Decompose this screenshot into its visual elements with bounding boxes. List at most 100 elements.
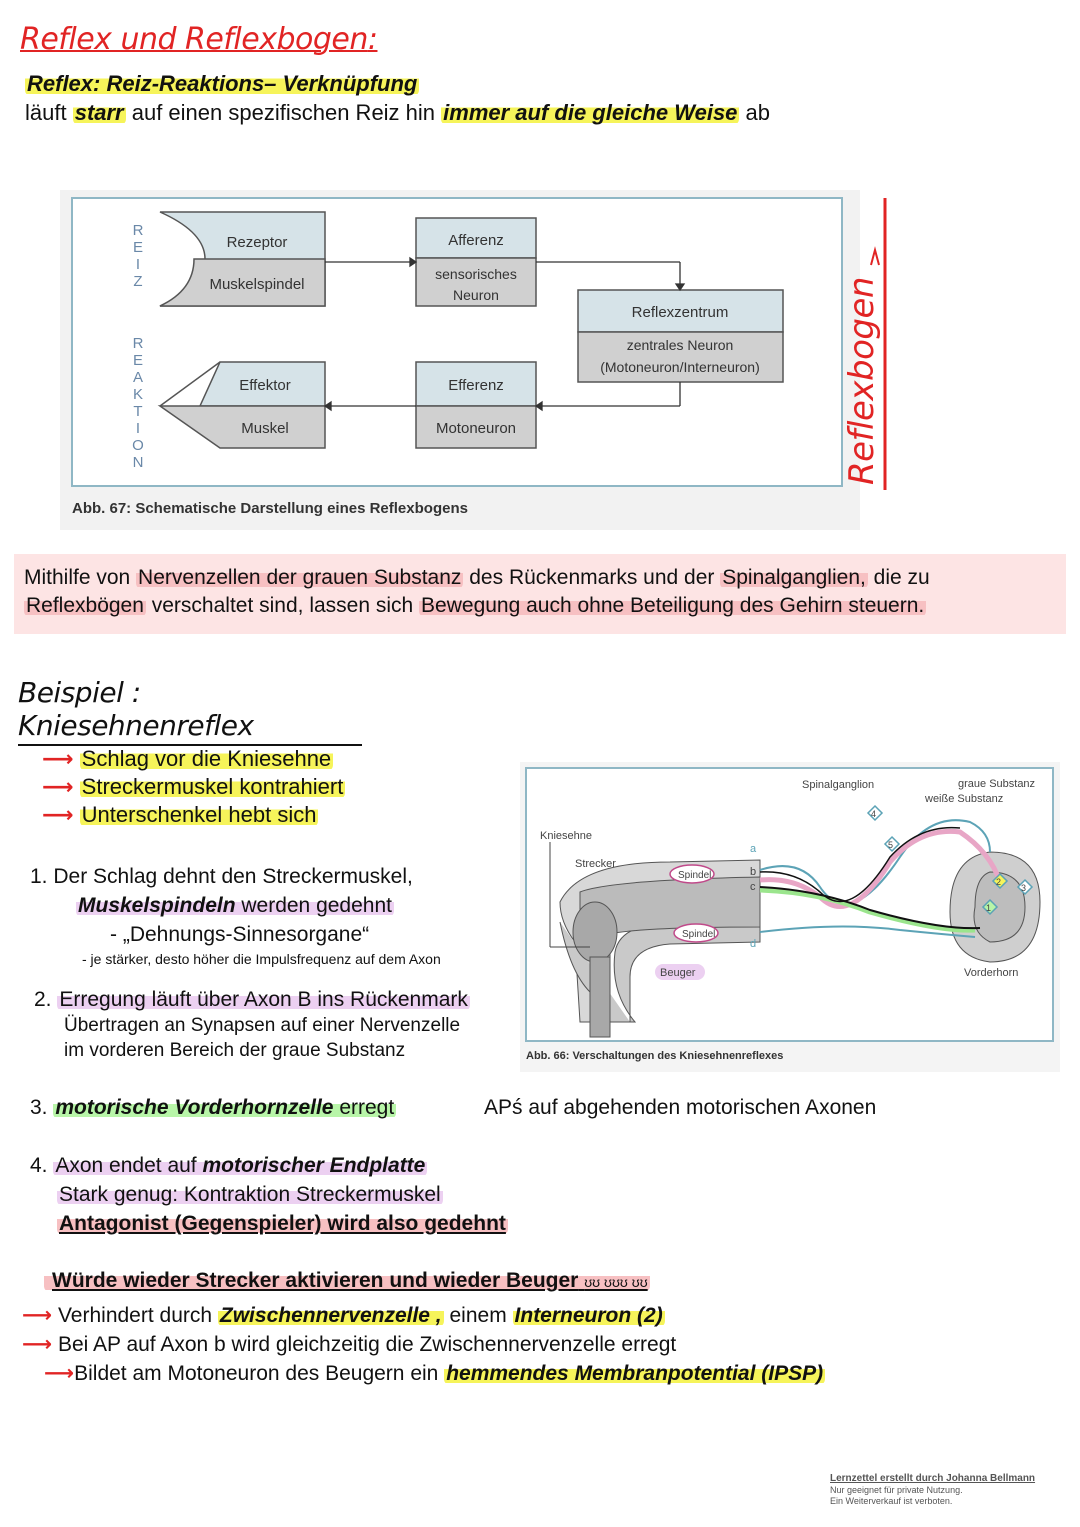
page-title-colon: : [367,22,378,57]
spinalganglion-label: Spinalganglion [802,779,874,791]
label-d: d [750,938,756,950]
svg-text:O: O [132,437,144,454]
num-1: 1 [986,903,991,913]
step-4-line: Antagonist (Gegenspieler) wird also gede… [30,1209,508,1238]
note-part-spinalganglien: Spinalganglien, [720,566,868,589]
def-part-weise: immer auf die gleiche Weise [441,100,740,125]
muskel-label: Muskel [241,420,289,437]
kniesehnenreflex-diagram: Spinalganglion graue Substanz weiße Subs… [525,767,1054,1062]
reiz-letters: R [133,222,144,239]
definition-label-text: Reflex: Reiz-Reaktions– Verknüpfung [25,71,420,96]
footer-author: Lernzettel erstellt durch Johanna Bellma… [830,1473,1036,1484]
note-part-bewegung: Bewegung auch ohne Beteiligung des Gehir… [419,594,927,617]
strecker-label: Strecker [575,858,616,870]
step-2-line: Übertragen an Synapsen auf einer Nervenz… [64,1015,461,1036]
afferenz-label: Afferenz [448,232,504,249]
step-1-line: 1. Der Schlag dehnt den Streckermuskel, [30,865,413,888]
weisse-substanz-label: weiße Substanz [924,793,1003,805]
note-part: Mithilfe von [24,566,137,589]
interneuron-bold: Interneuron (2) [512,1304,665,1327]
svg-text:K: K [133,386,143,403]
arrow-item: ⟶ Streckermuskel kontrahiert [42,773,346,801]
arrow-list: ⟶ Schlag vor die Kniesehne ⟶ Streckermus… [42,745,346,829]
num-5: 5 [888,840,893,850]
reflexbogen-side-note: Reflexbogen [845,198,887,490]
answer-item: ⟶Bildet am Motoneuron des Beugern ein he… [22,1359,826,1388]
step-1-line: - „Dehnungs-Sinnesorgane“ [110,923,370,946]
step-4-line: Stark genug: Kontraktion Streckermuskel [30,1180,508,1209]
figure-66-caption: Abb. 66: Verschaltungen des Kniesehnenre… [526,1050,783,1062]
sensorisches-label: sensorisches [435,266,517,282]
svg-text:E: E [133,239,143,256]
effektor-label: Effektor [239,377,290,394]
step-4-line: 4. Axon endet auf motorischer Endplatte [30,1151,508,1180]
zentrales-neuron-label: zentrales Neuron [627,337,734,353]
step-1-rest: werden gedehnt [235,894,392,917]
svg-text:A: A [133,369,143,386]
num-2: 2 [996,877,1001,887]
def-part: ab [739,100,771,125]
step-1: 1. Der Schlag dehnt den Streckermuskel, … [30,862,441,969]
answer-text: Bei AP auf Axon b wird gleichzeitig die … [57,1333,677,1356]
step-2-number: 2. [34,988,58,1011]
footer-note: Nur geeignet für private Nutzung. [830,1485,963,1495]
label-c: c [750,881,756,893]
ipsp-bold: hemmendes Membranpotential (IPSP) [444,1362,826,1385]
label-b: b [750,866,756,878]
muskelspindel-label: Muskelspindel [209,276,304,293]
num-4: 4 [871,809,876,819]
step-4: 4. Axon endet auf motorischer Endplatte … [30,1151,508,1238]
note-part: des Rückenmarks und der [463,566,721,589]
afferenz-block [415,217,537,259]
graue-substanz-label: graue Substanz [958,778,1035,790]
reflexzentrum-label: Reflexzentrum [632,304,729,321]
zwischennervenzelle-bold: Zwischennervenzelle , [217,1304,444,1327]
svg-text:Reflexbogen: Reflexbogen [845,277,882,485]
example-title: Beispiel : Kniesehnenreflex [18,676,362,746]
efferenz-block [415,361,537,407]
arrow-icon: ⟶ [22,1304,53,1327]
step-2-line: 2. Erregung läuft über Axon B ins Rücken… [34,986,470,1013]
note-part: die zu [867,566,930,589]
svg-text:I: I [136,256,140,273]
endplatte-bold: motorischer Endplatte [202,1154,426,1177]
answer-item: ⟶ Verhindert durch Zwischennervenzelle ,… [22,1301,825,1330]
vorderhornzelle-bold: motorische Vorderhornzelle [55,1096,334,1119]
arrow-icon: ⟶ [42,802,74,827]
spindel-bottom-label: Spindel [682,929,715,940]
svg-text:I: I [136,420,140,437]
step-3-right: APś auf abgehenden motorischen Axonen [484,1094,876,1121]
note-part: verschaltet sind, lassen sich [145,594,420,617]
vorderhorn-label: Vorderhorn [964,967,1018,979]
answer-text: Verhindert durch [57,1304,218,1327]
svg-text:Z: Z [133,273,142,290]
answer-text: Bildet am Motoneuron des Beugern ein [74,1362,445,1385]
definition-label: Reflex: Reiz-Reaktions– Verknüpfung [25,70,420,98]
arrow-item: ⟶ Unterschenkel hebt sich [42,801,345,829]
step-3: 3. motorische Vorderhornzelle erregt [30,1094,397,1121]
motoneuron-label: Motoneuron [436,420,516,437]
rezeptor-label: Rezeptor [227,234,288,251]
step-4-number: 4. [30,1154,54,1177]
def-part-starr: starr [72,100,126,125]
svg-text:T: T [133,403,142,420]
def-part: läuft [25,100,73,125]
arrow-item: ⟶ Schlag vor die Kniesehne [42,745,345,773]
spindel-top-label: Spindel [678,870,711,881]
example-title-text: Beispiel : Kniesehnenreflex [18,676,254,742]
footer-note: Ein Weiterverkauf ist verboten. [830,1496,953,1506]
step-1-note: - je stärker, desto höher die Impulsfreq… [82,951,441,967]
svg-text:N: N [133,454,144,471]
antagonist-text: Antagonist (Gegenspieler) wird also gede… [57,1212,508,1235]
page-title-text: Reflex und Reflexbogen [20,22,368,57]
def-part: auf einen spezifischen Reiz hin [125,100,442,125]
page-title: Reflex und Reflexbogen: [20,22,378,57]
step-1-line: Muskelspindeln werden gedehnt [30,891,441,920]
answer-list: ⟶ Verhindert durch Zwischennervenzelle ,… [22,1301,826,1388]
problem-text: Würde wieder Strecker aktivieren und wie… [52,1269,579,1292]
arrow-icon: ⟶ [42,774,74,799]
scribble-mark: ʊʊ ʊʊʊ ʊʊ [584,1274,648,1290]
arrow-item-text: Unterschenkel hebt sich [79,802,319,827]
efferenz-label: Efferenz [448,377,504,394]
muskelspindeln-bold: Muskelspindeln [78,894,236,917]
